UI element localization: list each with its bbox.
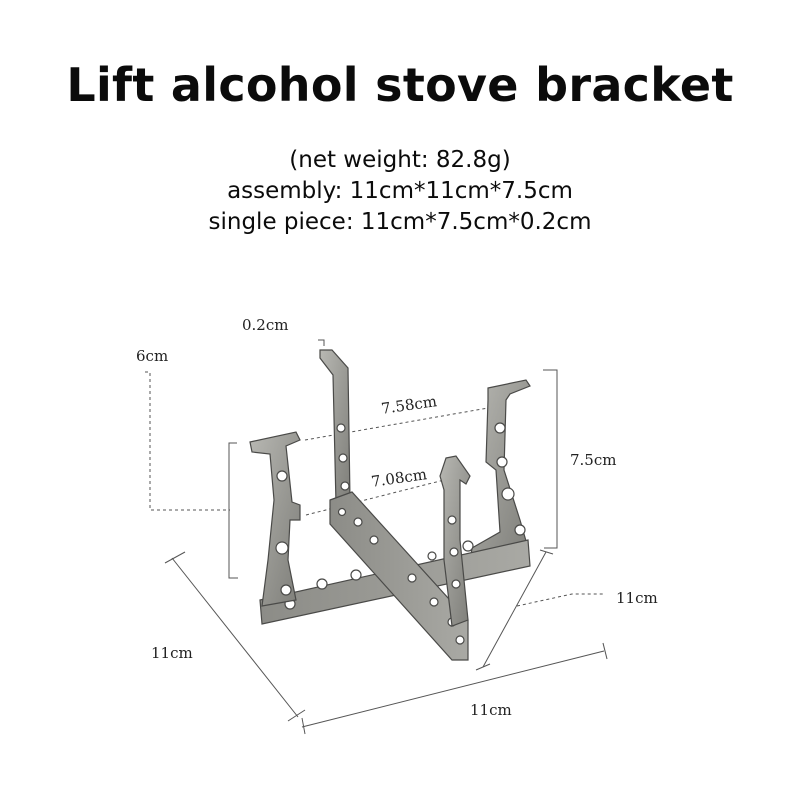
- height-6cm-guide: [145, 371, 230, 511]
- spec-assembly-size: assembly: 11cm*11cm*7.5cm: [227, 178, 573, 204]
- back-piece: [319, 349, 351, 505]
- label-bottom-side: 11cm: [470, 701, 512, 719]
- right-piece: [469, 379, 531, 563]
- label-right-side: 11cm: [616, 589, 658, 607]
- right-base-tick-a: [475, 663, 491, 671]
- base-plate-diagonal: [329, 491, 469, 661]
- bottom-base-line: [301, 650, 605, 728]
- left-piece: [249, 431, 301, 607]
- label-height-6: 6cm: [136, 347, 169, 365]
- dimension-lines: [145, 339, 608, 735]
- label-left-side: 11cm: [151, 644, 193, 662]
- spec-block: (net weight: 82.8g) assembly: 11cm*11cm*…: [0, 145, 800, 238]
- thickness-tick: [318, 339, 325, 346]
- label-thickness: 0.2cm: [242, 316, 289, 334]
- spec-net-weight: (net weight: 82.8g): [289, 147, 511, 173]
- right-side-leader: [516, 593, 604, 607]
- left-base-line: [171, 557, 299, 718]
- left-base-tick-b: [287, 709, 306, 722]
- front-piece: [439, 455, 471, 627]
- label-height-75: 7.5cm: [570, 451, 617, 469]
- right-base-tick-b: [539, 549, 554, 555]
- left-height-bracket: [228, 442, 238, 579]
- page-title: Lift alcohol stove bracket: [66, 58, 734, 112]
- bottom-base-tick-a: [301, 717, 306, 735]
- left-base-tick-a: [164, 551, 186, 564]
- height-7-5cm-bracket: [543, 369, 558, 549]
- right-base-line: [482, 551, 547, 668]
- bottom-base-tick-b: [602, 642, 608, 660]
- spec-single-piece-size: single piece: 11cm*7.5cm*0.2cm: [208, 209, 592, 235]
